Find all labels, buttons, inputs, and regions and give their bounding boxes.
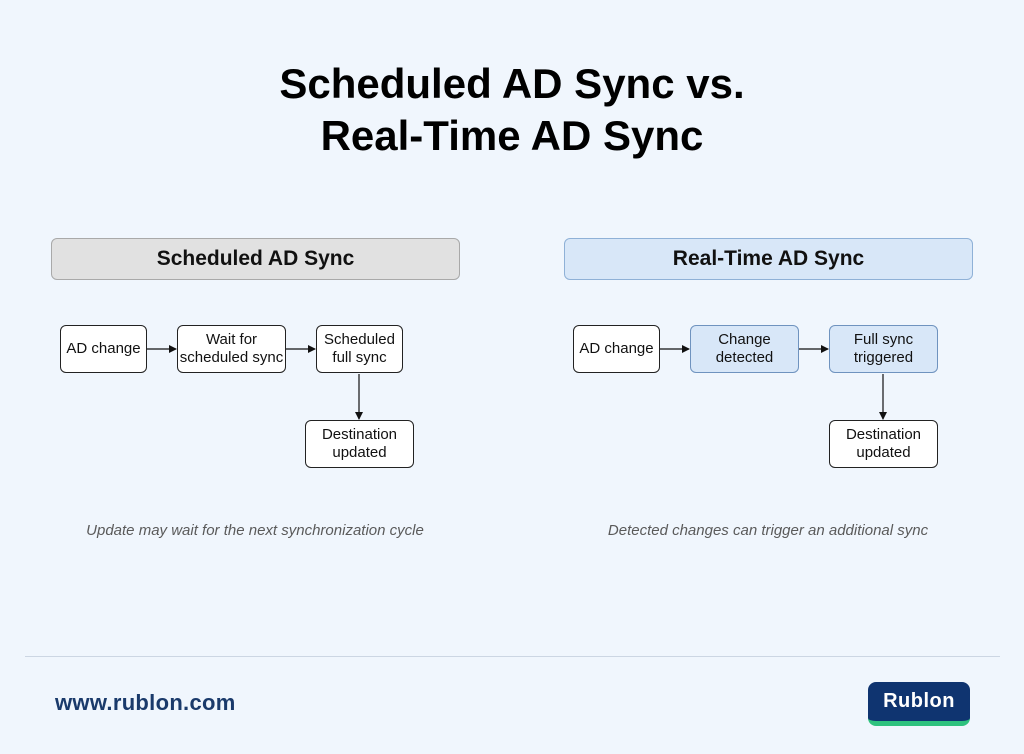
title-line-1: Scheduled AD Sync vs.: [279, 60, 745, 107]
realtime-sync-header: Real-Time AD Sync: [564, 238, 973, 280]
footer-url[interactable]: www.rublon.com: [55, 690, 236, 715]
rublon-logo: Rublon: [868, 682, 970, 726]
footer-divider: [25, 656, 1000, 657]
realtime-caption: Detected changes can trigger an addition…: [607, 522, 929, 539]
sched-node-ad-change: AD change: [60, 325, 147, 373]
rt-node-ad-change: AD change: [573, 325, 660, 373]
scheduled-sync-header: Scheduled AD Sync: [51, 238, 460, 280]
page-title: Scheduled AD Sync vs. Real-Time AD Sync: [0, 58, 1024, 162]
scheduled-caption: Update may wait for the next synchroniza…: [86, 522, 424, 539]
title-line-2: Real-Time AD Sync: [320, 112, 704, 159]
